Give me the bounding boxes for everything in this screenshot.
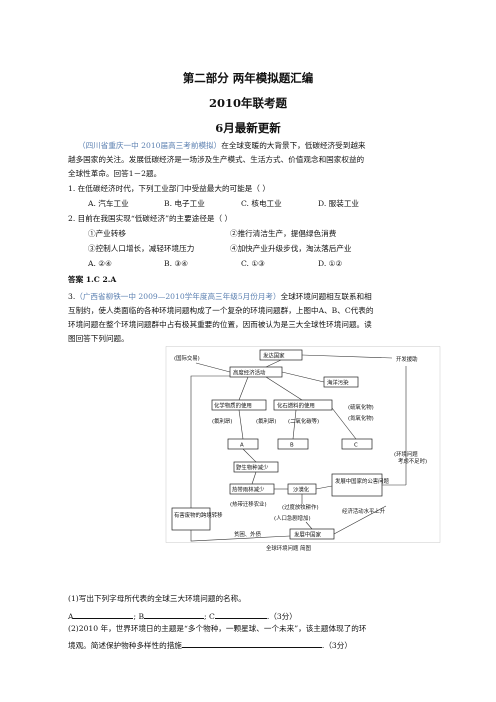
source-citation: （四川省重庆一中 2010届高三考前模拟）	[78, 141, 222, 150]
edge	[251, 471, 257, 485]
label-burn-farm: (热带迁移农业)	[230, 500, 267, 508]
label-overgraze: (过度放牧耕作)	[282, 503, 319, 511]
answer-blank-a[interactable]	[73, 609, 134, 619]
section1-intro-line3: 全球性革命。回答1－2题。	[68, 169, 162, 178]
q2-item-1: ①产业转移	[88, 229, 126, 238]
source-citation-2: （广西省柳铁一中 2009—2010学年度高三年级5月份月考）	[75, 292, 281, 301]
label-ocean: 海洋污染	[327, 379, 349, 387]
answer-line: 答案 1.C 2.A	[68, 275, 117, 284]
question-1: 1. 在低碳经济时代，下列工业部门中受益最大的可能是（ ）	[68, 184, 270, 193]
edge	[301, 354, 393, 359]
q1-option-c: C. 核电工业	[241, 199, 282, 208]
edge	[190, 530, 291, 542]
box-dev-public	[331, 473, 383, 497]
edge	[265, 376, 303, 401]
global-environment-diagram: 发达国家 (国际交易) 高度经济活动 海洋污染 开发援助 化学物质的使用 化石燃…	[156, 346, 442, 584]
edge	[281, 371, 325, 383]
subquestion-1-blanks: A; B; C.（3分）	[68, 609, 297, 622]
section1-intro-line2: 越多国家的关注。发展低碳经济是一场涉及生产模式、生活方式、价值观念和国家权益的	[68, 155, 365, 164]
label-a: A	[240, 443, 244, 449]
q2-item-3: ③控制人口增长，减轻环境压力	[88, 244, 195, 253]
label-chem: 化学物质的使用	[214, 402, 252, 410]
q1-option-d: D. 服装工业	[318, 199, 360, 208]
edge	[238, 376, 249, 401]
label-b: B	[290, 443, 294, 449]
label-rainforest: 热带雨林减少	[232, 486, 265, 494]
edge	[333, 505, 387, 535]
section2-intro-line1: 3.（广西省柳铁一中 2009—2010学年度高三年级5月份月考）全球环境问题相…	[68, 292, 372, 301]
edge	[242, 448, 257, 463]
label-dev-act: 开发援助	[396, 355, 418, 363]
q2-option-d: D. ①②	[318, 259, 343, 268]
box-c	[341, 438, 373, 450]
title-year: 2010年联考题	[208, 96, 287, 110]
label-developing: 发展中国家	[294, 531, 322, 539]
edge	[331, 407, 357, 440]
label-freon: (氟利昂)	[212, 417, 232, 425]
q1-option-b: B. 电子工业	[164, 199, 205, 208]
edge	[292, 409, 297, 440]
edge	[305, 521, 313, 530]
box-fossil	[273, 399, 333, 411]
label-poverty: 贫困、外债	[234, 530, 262, 538]
label-harmful: 有害废物的跨境转移	[174, 511, 223, 519]
subquestion-1: (1)写出下列字母所代表的全球三大环境问题的名称。	[68, 594, 246, 603]
section1-intro-line1: （四川省重庆一中 2010届高三考前模拟）在全球变暖的大背景下，低碳经济受到越来	[78, 141, 366, 150]
label-env-issue2: 考虑不足时)	[398, 457, 427, 465]
section2-intro-line4: 图回答下列问题。	[68, 334, 129, 343]
label-c: C	[354, 443, 358, 449]
label-sulfur: (硫氧化物)	[348, 403, 374, 411]
edge	[315, 485, 333, 490]
label-intl-trade: (国际交易)	[174, 354, 200, 362]
q2-item-2: ②推行清洁生产，提倡绿色消费	[230, 229, 337, 238]
title-part: 第二部分 两年模拟题汇编	[182, 71, 314, 85]
figure-caption: 全球环境问题 简图	[266, 544, 311, 552]
label-developed: 发达国家	[263, 352, 285, 360]
q2-item-4: ④加快产业升级步伐，淘汰落后产业	[230, 244, 352, 253]
label-econ-up: 经济活动水平上升	[342, 507, 386, 515]
label-high-econ: 高度经济活动	[233, 369, 266, 377]
label-population: (人口急剧增加)	[274, 514, 311, 522]
answer-blank-b[interactable]	[144, 609, 205, 619]
answer-blank-c[interactable]	[214, 609, 267, 619]
q1-option-a: A. 汽车工业	[88, 199, 129, 208]
edge	[238, 409, 244, 440]
box-harmful	[171, 507, 211, 531]
edge	[265, 359, 282, 368]
label-wildlife: 野生物种减少	[236, 464, 269, 472]
title-month: 6月最新更新	[215, 121, 281, 135]
label-dev-public: 发展中国家的公害问题	[335, 477, 390, 485]
edge	[195, 362, 231, 373]
label-fossil: 化石燃料的使用	[277, 402, 315, 410]
q2-option-a: A. ②④	[88, 259, 112, 268]
q2-option-b: B. ③④	[164, 259, 189, 268]
label-desert: 沙漠化	[293, 486, 310, 494]
question-2: 2. 目前在我国实现“低碳经济”的主要途径是（ ）	[68, 214, 233, 223]
edge	[190, 375, 230, 508]
answer-blank-measures[interactable]	[181, 638, 322, 648]
label-co2: (二氧化碳等)	[288, 417, 319, 425]
subquestion-2-line2: 境观。简述保护物种多样性的措施.（3分）	[68, 638, 352, 651]
q2-option-c: C. ①③	[241, 259, 265, 268]
label-nitro: (氮氧化物)	[348, 414, 374, 422]
label-freon2: (氟利昂)	[256, 417, 276, 425]
section2-intro-line2: 互制约，使人类面临的各种环境问题构成了一个复杂的环境问题群，上图中A、B、C代表…	[68, 306, 374, 315]
subquestion-2-line1: (2)2010 年，世界环境日的主题是“多个物种，一颗星球、一个未来”，该主题体…	[68, 624, 367, 633]
section2-intro-line3: 环境问题在整个环境问题群中占有极其重要的位置，因而被认为是三大全球性环境问题。读	[68, 320, 372, 329]
